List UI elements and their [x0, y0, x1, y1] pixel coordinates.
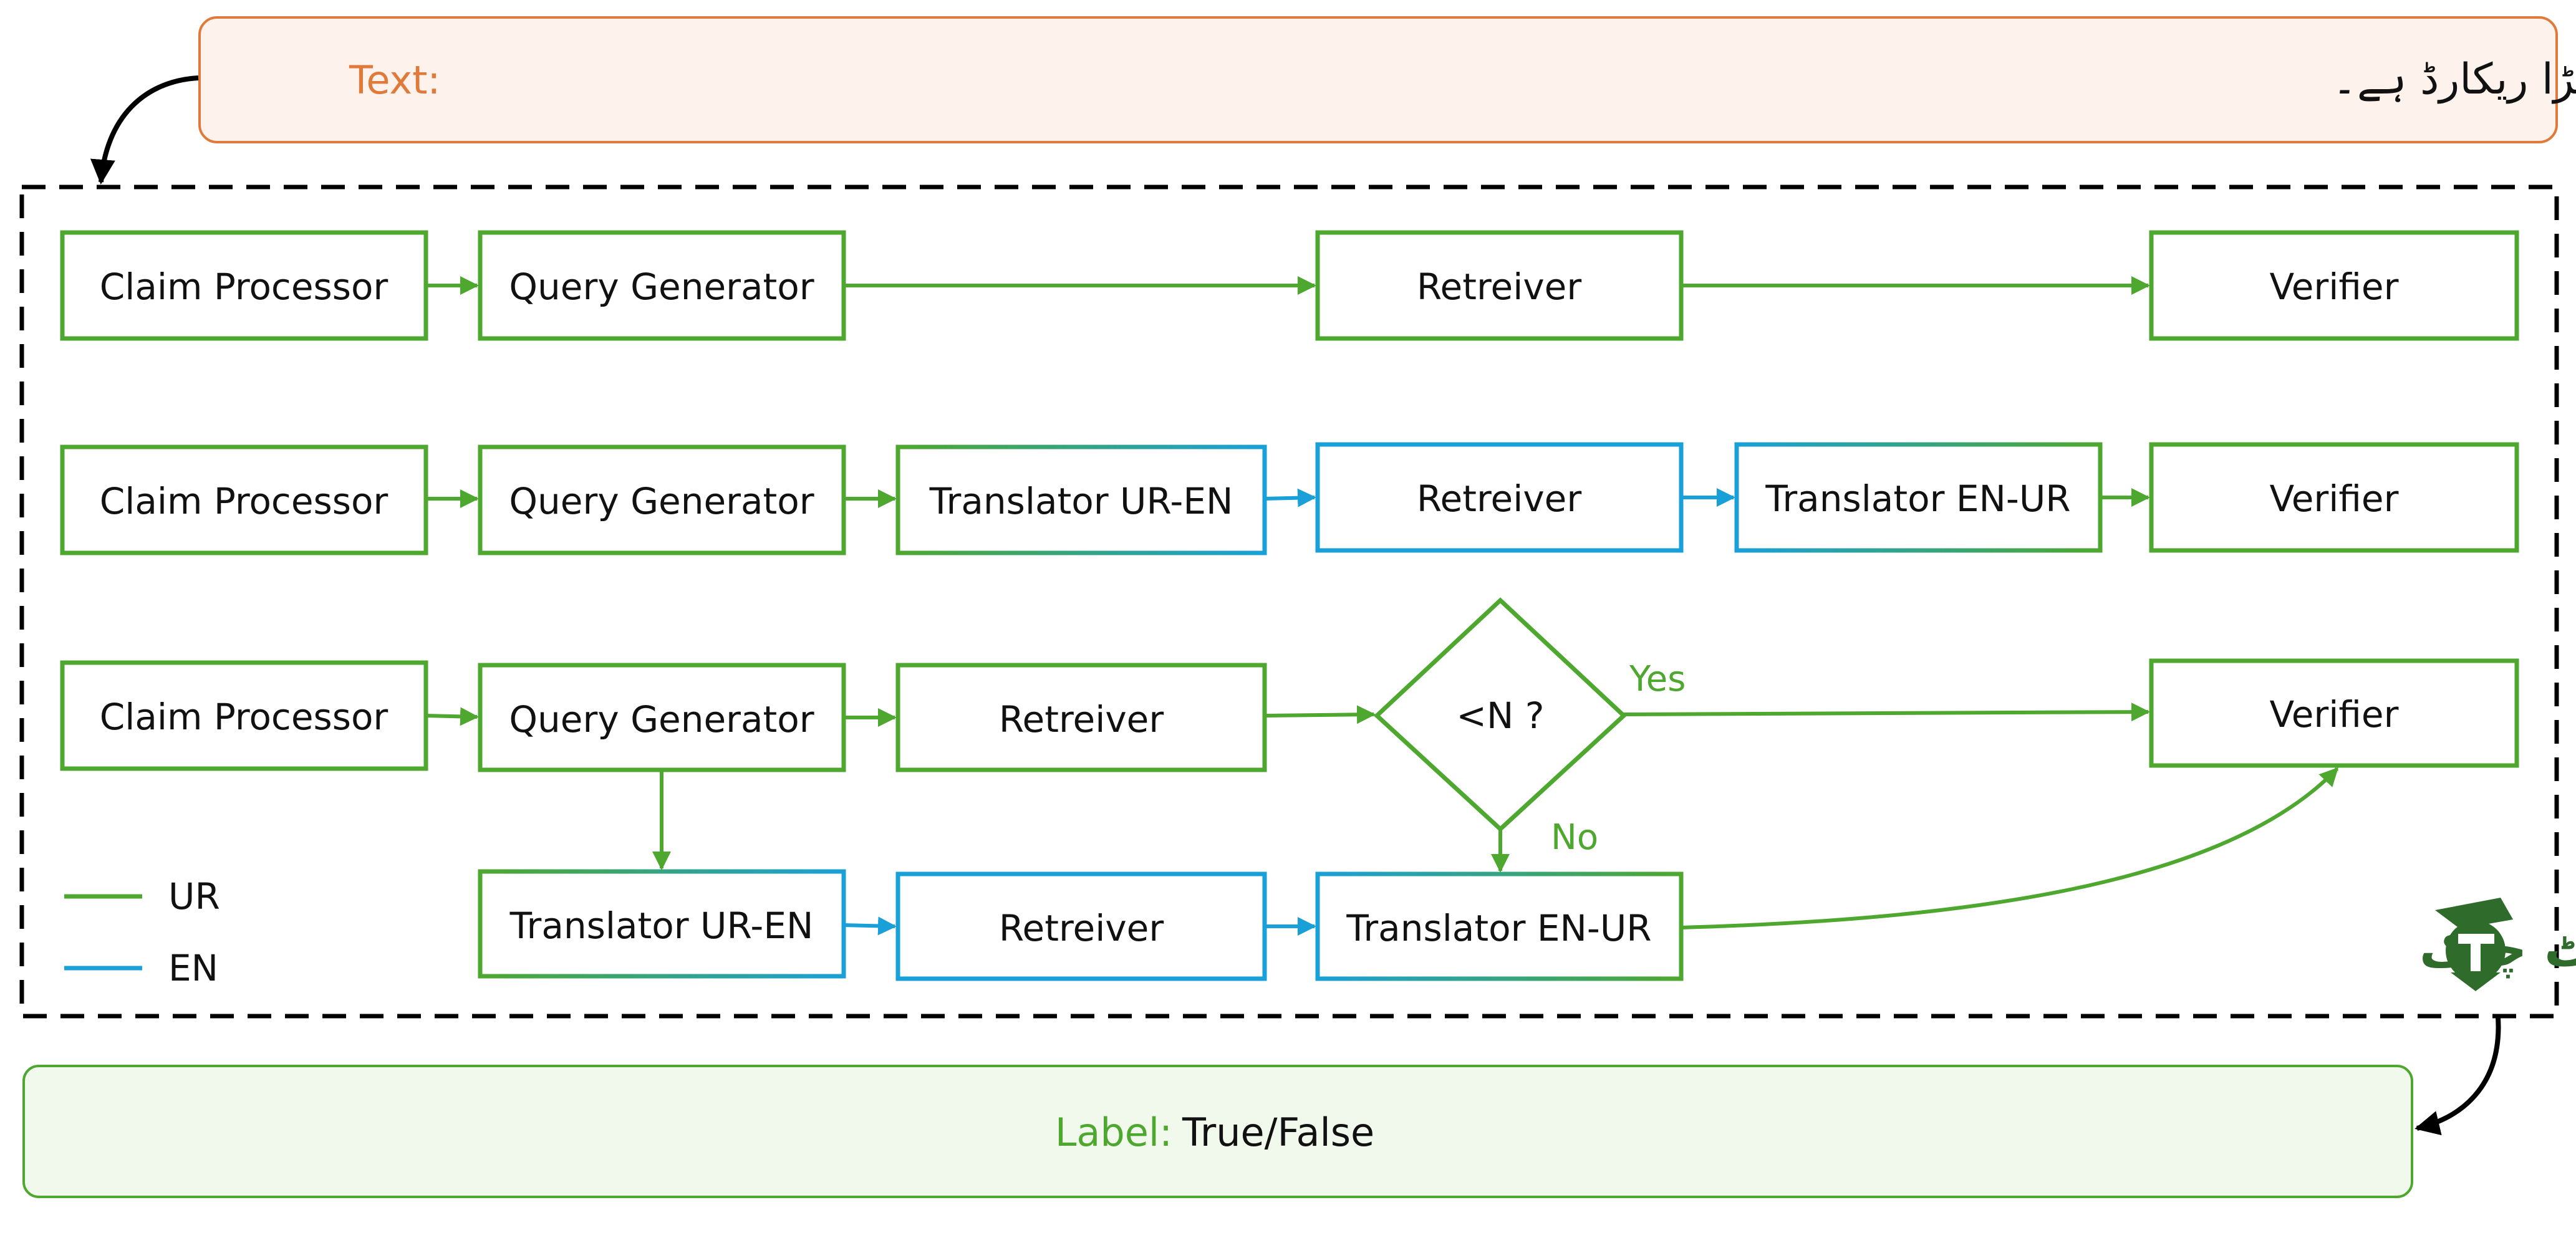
logo: اردو فیکٹ چیک	[2419, 898, 2576, 991]
p2-translator-ur-en-label: Translator UR-EN	[929, 480, 1233, 522]
p2-arrow-translator-to-retriever	[1264, 488, 1316, 507]
output-label-line: Label:True/False	[1055, 1110, 1374, 1155]
p1-query-generator-label: Query Generator	[509, 266, 814, 308]
p1-verifier-label: Verifier	[2270, 266, 2399, 308]
p2-retriever-label: Retreiver	[1417, 478, 1581, 520]
p3-decision-label: <N ?	[1456, 694, 1544, 737]
p3-translator-ur-en-box	[478, 869, 846, 979]
p3-retriever-label: Retreiver	[999, 698, 1164, 741]
pipeline-1: Claim Processor Query Generator Retreive…	[60, 230, 2519, 341]
input-to-pipeline-arrow	[90, 75, 199, 185]
p3-translator-en-ur-label: Translator EN-UR	[1346, 907, 1651, 949]
output-label-box: Label:True/False	[22, 1065, 2413, 1198]
p1-claim-processor-label: Claim Processor	[100, 266, 388, 308]
p2-query-generator-box	[478, 444, 846, 555]
output-label-key: Label:	[1055, 1110, 1172, 1155]
p3-translator-ur-en-label: Translator UR-EN	[509, 905, 814, 947]
p3-arrow-yes-to-verifier	[1623, 703, 2150, 722]
legend: UR EN	[64, 875, 220, 989]
p3-claim-processor-label: Claim Processor	[100, 696, 388, 738]
p2-claim-processor-box	[60, 444, 428, 555]
p2-claim-processor-label: Claim Processor	[100, 480, 388, 522]
input-text-label: Text:	[349, 57, 440, 103]
p2-verifier-label: Verifier	[2270, 478, 2399, 520]
pipeline-to-output-arrow	[2414, 1017, 2501, 1136]
p2-query-generator-label: Query Generator	[509, 480, 814, 522]
p3-yes-label: Yes	[1629, 659, 1686, 699]
p3-claim-processor-box	[60, 660, 428, 771]
pipeline-3: Claim Processor Query Generator Retreive…	[60, 597, 2519, 981]
p3-arrow-translator-to-retriever	[843, 916, 897, 936]
p3-retriever-box	[895, 663, 1267, 772]
p1-query-generator-box	[478, 230, 846, 341]
output-label-frame	[22, 1065, 2413, 1198]
p3-query-generator-label: Query Generator	[509, 698, 814, 741]
p3-translator-en-ur-box	[1315, 871, 1684, 981]
input-text-frame	[198, 16, 2558, 143]
p3-verifier-label: Verifier	[2270, 693, 2399, 736]
p3-arrow-claim-to-query	[425, 707, 479, 726]
output-label-value: True/False	[1182, 1110, 1374, 1155]
p3-no-label: No	[1551, 817, 1598, 858]
input-urdu-text: سچن ٹنڈولکر کرکٹ کی تاریخ میں واحد کھلاڑ…	[2332, 55, 2576, 104]
p2-translator-en-ur-label: Translator EN-UR	[1765, 478, 2070, 520]
p3-retriever-en-label: Retreiver	[999, 907, 1164, 949]
legend-en-label: EN	[168, 947, 218, 989]
p2-translator-en-ur-box	[1734, 442, 2103, 553]
p1-retriever-box	[1315, 230, 1684, 341]
p1-retriever-label: Retreiver	[1417, 266, 1581, 308]
p1-claim-processor-box	[60, 230, 428, 341]
p3-retriever-en-box	[895, 871, 1267, 981]
p3-arrow-translator-to-verifier	[1681, 767, 2339, 929]
input-text-box: Text: سچن ٹنڈولکر کرکٹ کی تاریخ میں واحد…	[198, 16, 2576, 143]
p3-verifier-box	[2149, 658, 2519, 768]
p2-retriever-box	[1315, 442, 1684, 553]
logo-emblem-icon	[2435, 898, 2513, 991]
pipeline-2: Claim Processor Query Generator Translat…	[60, 442, 2519, 555]
p2-translator-ur-en-box	[895, 444, 1267, 555]
p3-arrow-retriever-to-decision	[1264, 705, 1376, 724]
p1-verifier-box	[2149, 230, 2519, 341]
legend-ur-label: UR	[168, 875, 220, 918]
p2-verifier-box	[2149, 442, 2519, 553]
